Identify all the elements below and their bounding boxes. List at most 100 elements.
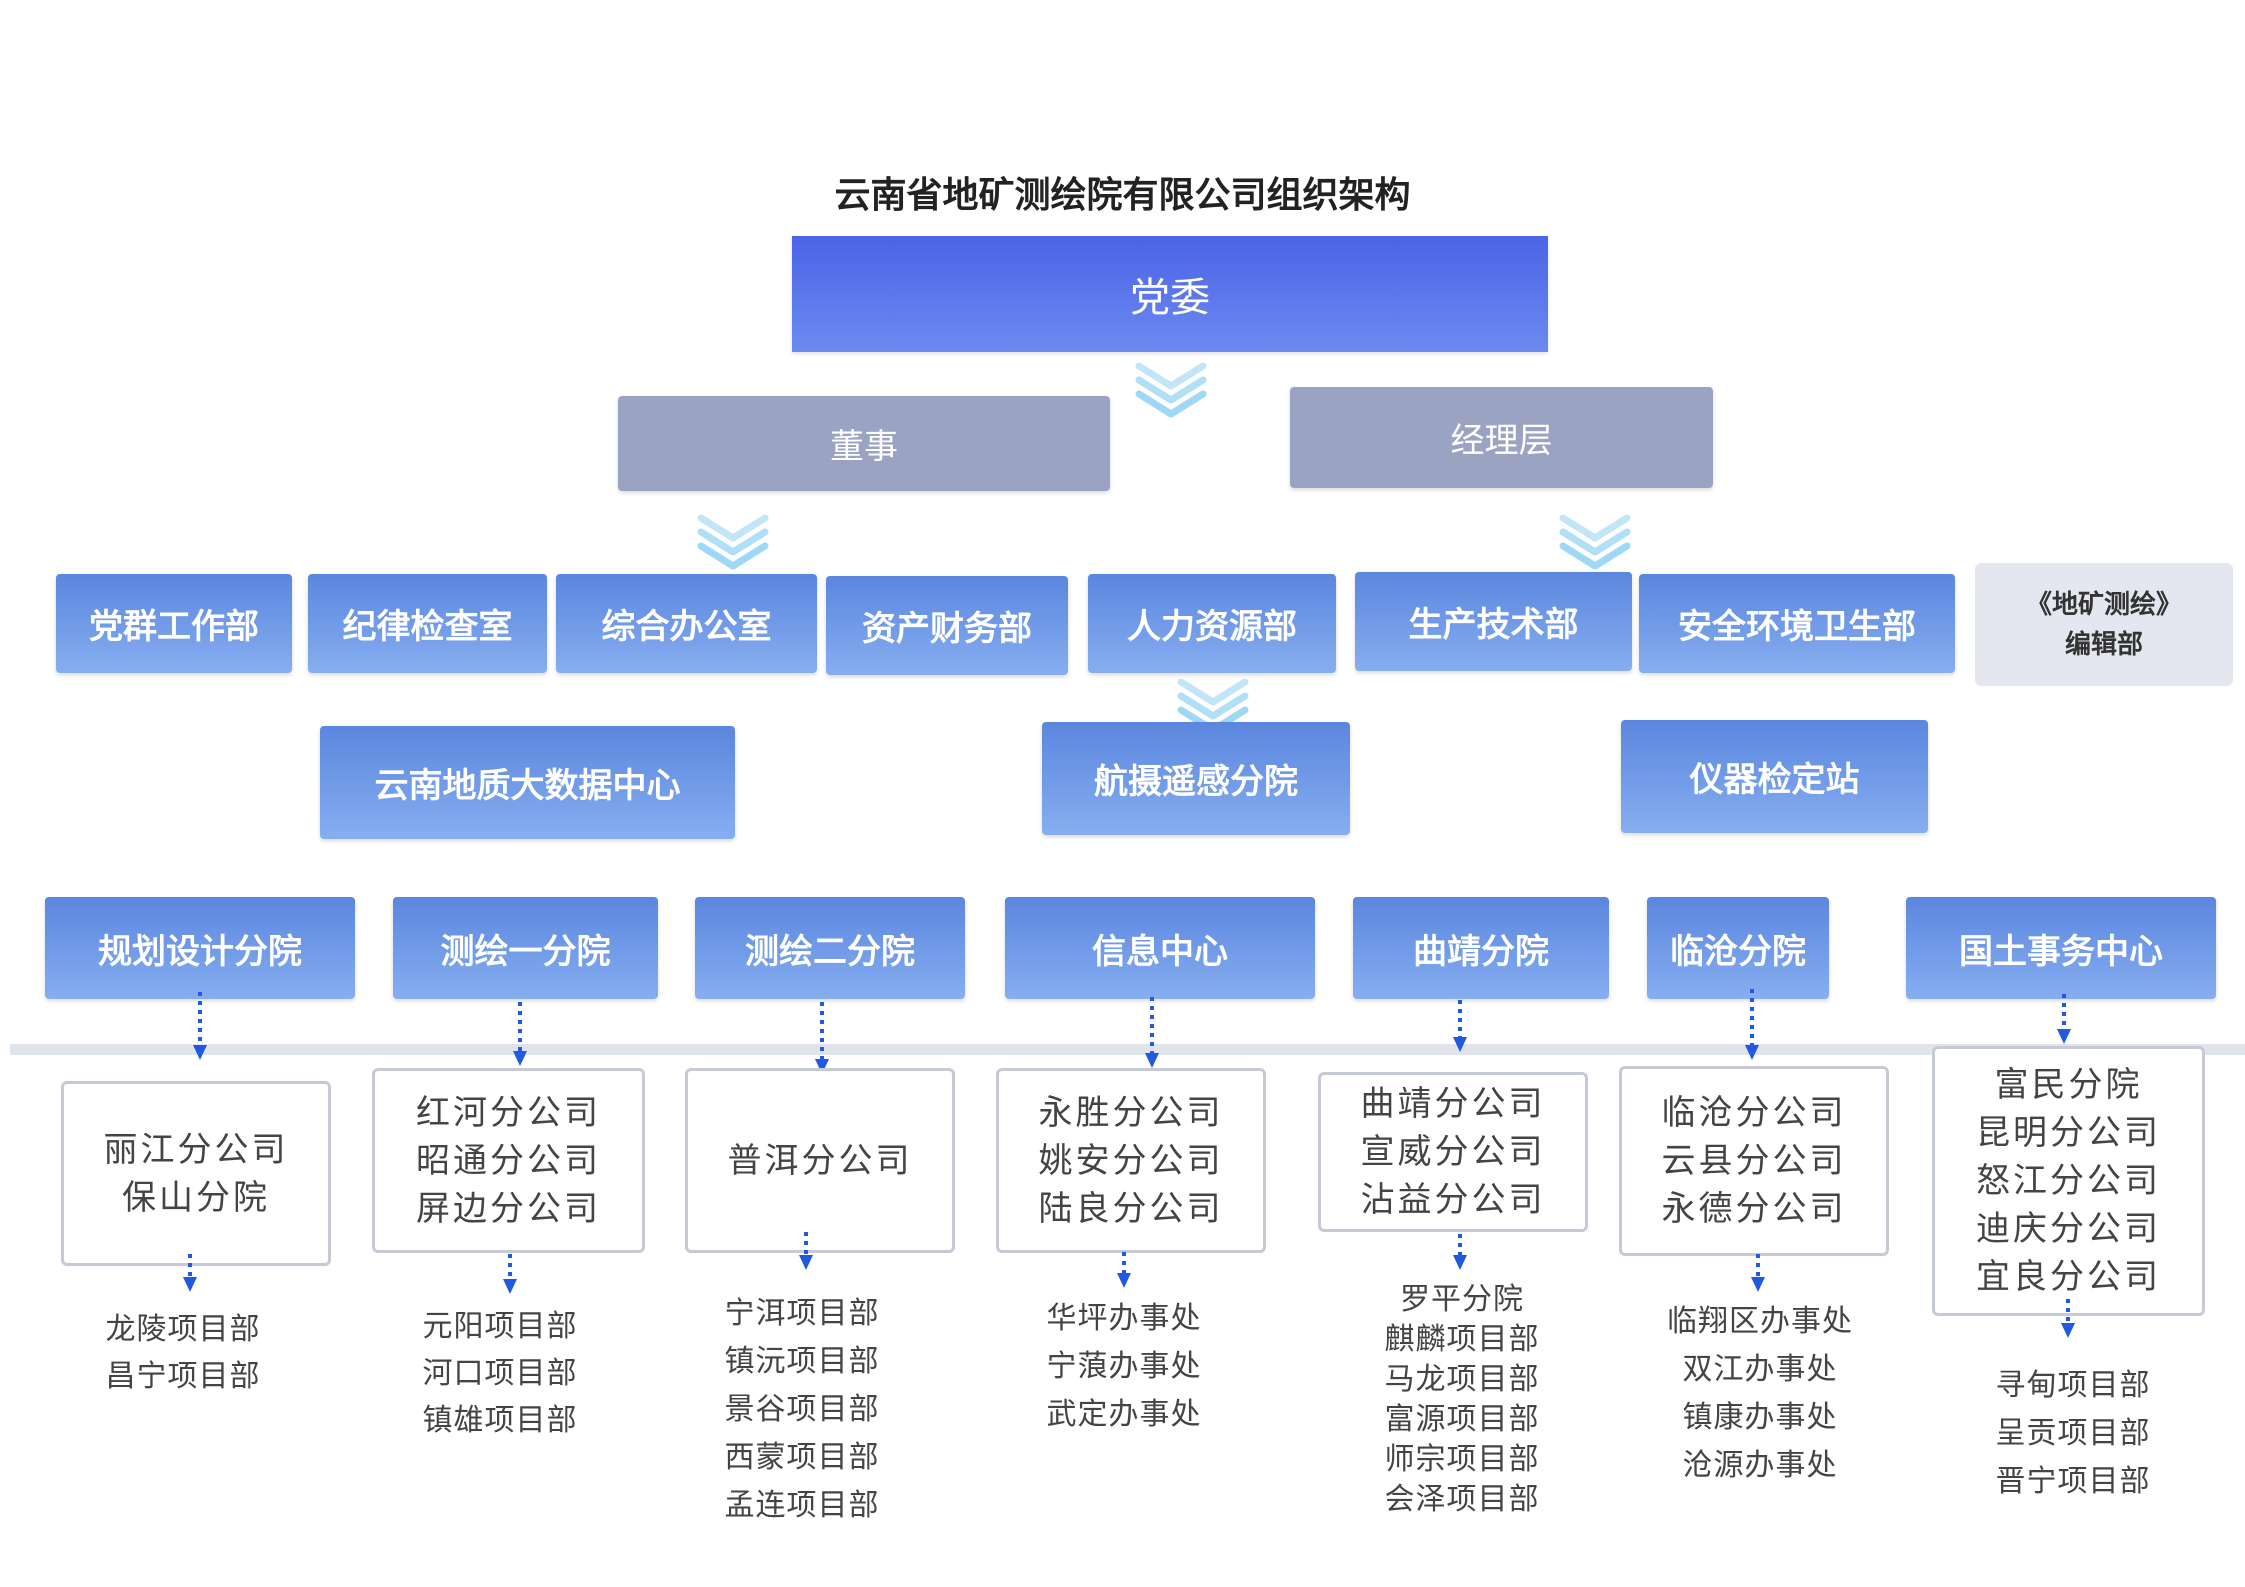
sub-company-name: 永德分公司 [1661, 1189, 1847, 1229]
sub-company-name: 红河分公司 [416, 1092, 601, 1133]
branch-head-box: 测绘二分院 [695, 897, 965, 999]
arrow-down-icon [1145, 997, 1159, 1068]
project-item: 龙陵项目部 [105, 1312, 261, 1347]
arrow-down-icon [815, 1002, 829, 1074]
arrow-down-icon [183, 1254, 197, 1292]
sub-company-name: 屏边分公司 [416, 1188, 601, 1229]
sub-company-name: 怒江分公司 [1976, 1161, 2161, 1201]
project-item: 寻甸项目部 [1995, 1368, 2151, 1403]
project-list: 临翔区办事处双江办事处镇康办事处沧源办事处 [1610, 1298, 1910, 1490]
arrow-down-icon [503, 1254, 517, 1294]
project-item: 师宗项目部 [1384, 1442, 1540, 1477]
editorial-line-2: 编辑部 [2064, 629, 2143, 660]
branch-head-box: 测绘一分院 [393, 897, 658, 999]
project-list: 华坪办事处宁蒗办事处武定办事处 [974, 1295, 1274, 1439]
top-box-party-committee: 党委 [792, 236, 1548, 352]
editorial-line-1: 《地矿测绘》 [2025, 589, 2182, 620]
branch-head-box: 临沧分院 [1647, 897, 1829, 999]
arrow-down-icon [799, 1232, 813, 1270]
branch-head-box: 信息中心 [1005, 897, 1315, 999]
sub-company-name: 宜良分公司 [1976, 1257, 2161, 1297]
dept-box: 综合办公室 [556, 574, 817, 673]
dept-box: 党群工作部 [56, 574, 292, 673]
sub-company-box: 永胜分公司姚安分公司陆良分公司 [996, 1068, 1266, 1253]
project-item: 呈贡项目部 [1995, 1416, 2151, 1451]
project-item: 元阳项目部 [422, 1309, 578, 1344]
arrow-down-icon [1453, 1234, 1467, 1270]
chevron-down-icon [1555, 512, 1635, 572]
branch-head-box: 规划设计分院 [45, 897, 355, 999]
project-item: 麒麟项目部 [1384, 1322, 1540, 1357]
arrow-down-icon [2057, 994, 2071, 1044]
sub-company-box: 临沧分公司云县分公司永德分公司 [1619, 1066, 1889, 1256]
dept-box: 资产财务部 [826, 576, 1068, 675]
sub-company-name: 云县分公司 [1661, 1141, 1847, 1181]
tier2-box-board: 董事 [618, 396, 1110, 491]
project-item: 昌宁项目部 [105, 1359, 261, 1394]
project-item: 宁蒗办事处 [1046, 1349, 1202, 1384]
project-item: 镇康办事处 [1682, 1400, 1838, 1435]
center-box: 仪器检定站 [1621, 720, 1928, 833]
project-item: 河口项目部 [422, 1356, 578, 1391]
sub-company-name: 丽江分公司 [103, 1129, 289, 1170]
project-item: 华坪办事处 [1046, 1301, 1202, 1336]
project-item: 富源项目部 [1384, 1402, 1540, 1437]
sub-company-name: 姚安分公司 [1038, 1140, 1224, 1181]
sub-company-name: 宣威分公司 [1360, 1132, 1546, 1172]
sub-company-name: 普洱分公司 [727, 1140, 913, 1181]
sub-company-box: 普洱分公司 [685, 1068, 955, 1253]
arrow-down-icon [1117, 1252, 1131, 1288]
sub-company-name: 沾益分公司 [1360, 1180, 1546, 1220]
sub-company-name: 保山分院 [122, 1177, 270, 1218]
sub-company-name: 永胜分公司 [1038, 1092, 1224, 1133]
dept-box: 人力资源部 [1088, 574, 1336, 673]
editorial-dept-box: 《地矿测绘》 编辑部 [1975, 563, 2233, 686]
project-item: 会泽项目部 [1384, 1482, 1540, 1517]
arrow-down-icon [1745, 989, 1759, 1060]
project-item: 镇雄项目部 [422, 1403, 578, 1438]
sub-company-name: 昆明分公司 [1976, 1113, 2161, 1153]
project-list: 宁洱项目部镇沅项目部景谷项目部西蒙项目部孟连项目部 [652, 1290, 952, 1530]
branch-head-box: 曲靖分院 [1353, 897, 1609, 999]
sub-company-box: 富民分院昆明分公司怒江分公司迪庆分公司宜良分公司 [1932, 1046, 2205, 1316]
project-item: 西蒙项目部 [724, 1440, 880, 1475]
project-list: 元阳项目部河口项目部镇雄项目部 [350, 1303, 650, 1444]
sub-company-box: 曲靖分公司宣威分公司沾益分公司 [1318, 1072, 1588, 1232]
dept-box: 安全环境卫生部 [1639, 574, 1955, 673]
project-item: 沧源办事处 [1682, 1448, 1838, 1483]
sub-company-box: 红河分公司昭通分公司屏边分公司 [372, 1068, 645, 1253]
project-list: 罗平分院麒麟项目部马龙项目部富源项目部师宗项目部会泽项目部 [1312, 1280, 1612, 1520]
tier2-box-management: 经理层 [1290, 387, 1713, 488]
separator-line [10, 1044, 2245, 1055]
chart-title: 云南省地矿测绘院有限公司组织架构 [834, 174, 1411, 216]
dept-box: 生产技术部 [1355, 572, 1632, 671]
project-item: 景谷项目部 [724, 1392, 880, 1427]
dept-box: 纪律检查室 [308, 574, 547, 673]
sub-company-name: 昭通分公司 [416, 1140, 601, 1181]
project-item: 罗平分院 [1400, 1282, 1524, 1317]
project-item: 镇沅项目部 [724, 1344, 880, 1379]
sub-company-name: 富民分院 [1994, 1065, 2143, 1105]
chevron-down-icon [1131, 360, 1211, 420]
sub-company-name: 迪庆分公司 [1976, 1209, 2161, 1249]
arrow-down-icon [1751, 1254, 1765, 1292]
sub-company-name: 临沧分公司 [1661, 1093, 1847, 1133]
arrow-down-icon [513, 1002, 527, 1066]
arrow-down-icon [193, 992, 207, 1060]
arrow-down-icon [1453, 1000, 1467, 1052]
project-item: 临翔区办事处 [1667, 1304, 1853, 1339]
sub-company-box: 丽江分公司保山分院 [61, 1081, 331, 1266]
project-item: 晋宁项目部 [1995, 1464, 2151, 1499]
sub-company-name: 曲靖分公司 [1360, 1084, 1546, 1124]
center-box: 航摄遥感分院 [1042, 722, 1350, 835]
project-item: 双江办事处 [1682, 1352, 1838, 1387]
project-list: 寻甸项目部呈贡项目部晋宁项目部 [1923, 1362, 2223, 1506]
sub-company-name: 陆良分公司 [1038, 1188, 1224, 1229]
project-item: 宁洱项目部 [724, 1296, 880, 1331]
arrow-down-icon [2061, 1299, 2075, 1338]
project-item: 马龙项目部 [1384, 1362, 1540, 1397]
project-list: 龙陵项目部昌宁项目部 [33, 1306, 333, 1400]
branch-head-box: 国土事务中心 [1906, 897, 2216, 999]
project-item: 孟连项目部 [724, 1488, 880, 1523]
center-box: 云南地质大数据中心 [320, 726, 735, 839]
